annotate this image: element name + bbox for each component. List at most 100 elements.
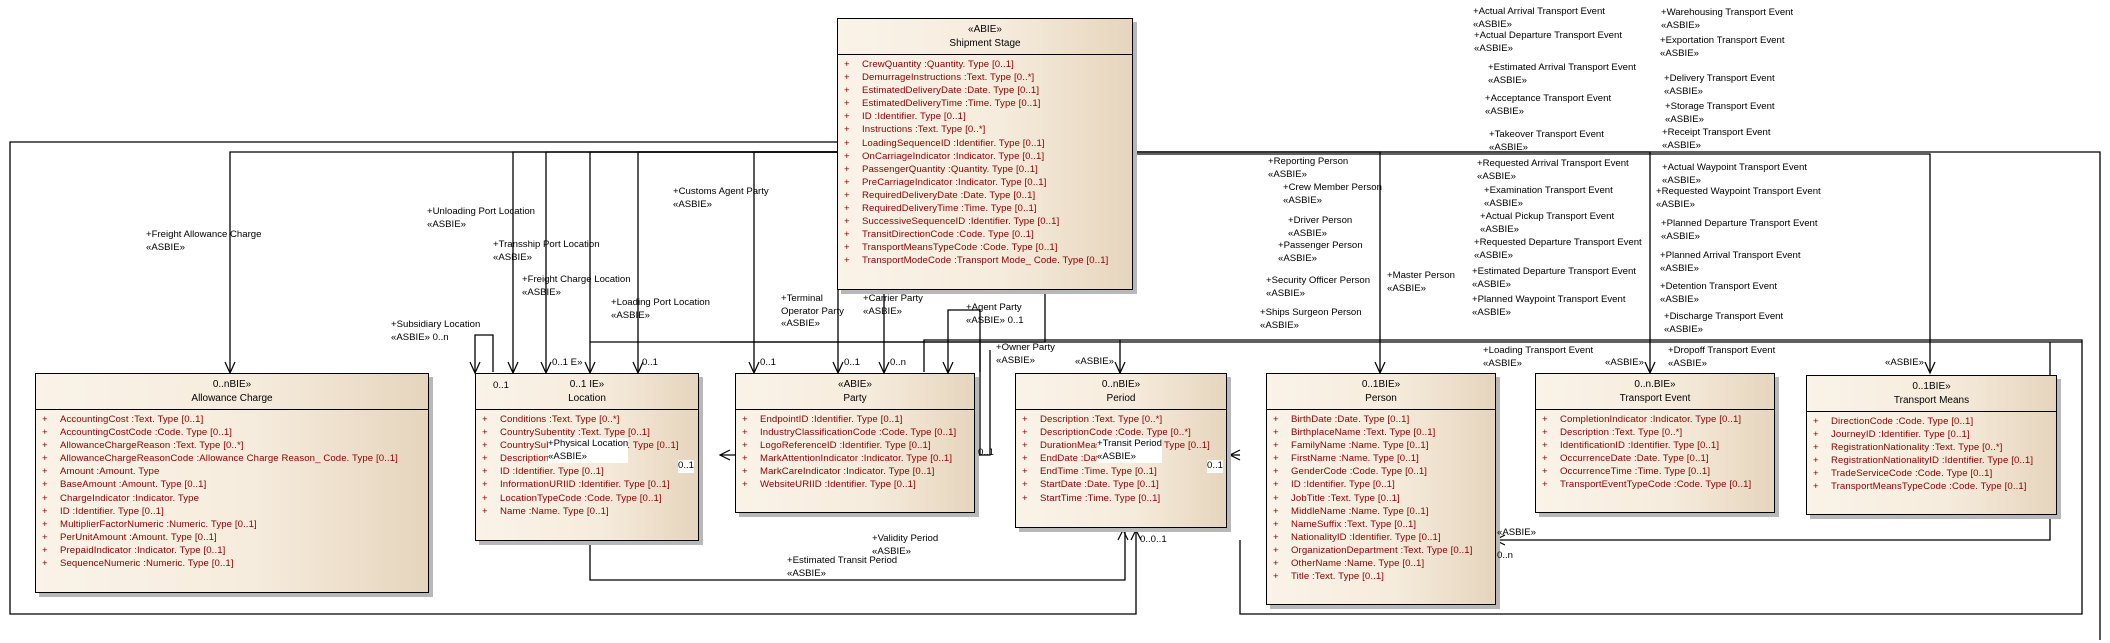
attribute: +NameSuffix :Text. Type [0..1] [1273, 518, 1417, 530]
multiplicity-party-right: 0..1 [978, 447, 995, 458]
attribute-list: +BirthDate :Date. Type [0..1] +Birthplac… [1267, 410, 1495, 583]
attribute-list: +CrewQuantity :Quantity. Type [0..1] +De… [838, 55, 1132, 268]
attribute: +DemurrageInstructions :Text. Type [0..*… [844, 72, 1035, 84]
attribute: +LogoReferenceID :Identifier. Type [0..1… [742, 440, 931, 452]
attribute: +InformationURIID :Identifier. Type [0..… [482, 479, 670, 491]
role-freight-allowance-charge: +Freight Allowance Charge«ASBIE» [146, 229, 262, 253]
class-header: 0..nBIE» Allowance Charge [36, 374, 428, 410]
multiplicity-person-self: 0..n [1497, 550, 1514, 561]
attribute: +MultiplierFactorNumeric :Numeric. Type … [42, 518, 257, 530]
attribute: +BirthplaceName :Text. Type [0..1] [1273, 427, 1436, 439]
role-passenger-person: +Passenger Person«ASBIE» [1278, 240, 1363, 264]
class-party[interactable]: «ABIE» Party +EndpointID :Identifier. Ty… [735, 373, 975, 513]
attribute: +EndpointID :Identifier. Type [0..1] [742, 414, 903, 425]
attribute: +ID :Identifier. Type [0..1] [1273, 479, 1395, 491]
attribute: +TransportModeCode :Transport Mode_ Code… [844, 255, 1109, 267]
class-header: 0..1BIE» Person [1267, 374, 1495, 410]
attribute: +NationalityID :Identifier. Type [0..1] [1273, 531, 1441, 543]
attribute: +CountrySubentity :Text. Type [0..1] [482, 427, 650, 439]
attribute: +RequiredDeliveryTime :Time. Type [0..1] [844, 203, 1037, 215]
attribute: +CompletionIndicator :Indicator. Type [0… [1542, 414, 1742, 425]
role-master-person: +Master Person«ASBIE» [1387, 270, 1455, 294]
role-planned-arrival-transport-event: +Planned Arrival Transport Event«ASBIE» [1660, 250, 1801, 274]
role-actual-waypoint-transport-event: +Actual Waypoint Transport Event«ASBIE» [1662, 162, 1807, 186]
role-delivery-transport-event: +Delivery Transport Event«ASBIE» [1664, 73, 1775, 97]
class-header: 0..1 IE» Location [476, 374, 698, 410]
role-actual-pickup-transport-event: +Actual Pickup Transport Event«ASBIE» [1480, 211, 1615, 235]
role-storage-transport-event: +Storage Transport Event«ASBIE» [1665, 101, 1775, 125]
class-allowance-charge[interactable]: 0..nBIE» Allowance Charge +AccountingCos… [35, 373, 429, 593]
attribute: +TransportMeansTypeCode :Code. Type [0..… [1813, 481, 2027, 493]
attribute: +ChargeIndicator :Indicator. Type [42, 492, 200, 504]
role-customs-agent-party: +Customs Agent Party«ASBIE» [673, 186, 769, 210]
class-stereotype: «ABIE» [838, 379, 872, 390]
attribute: +Instructions :Text. Type [0..*] [844, 124, 986, 136]
attribute: +OccurrenceDate :Date. Type [0..1] [1542, 453, 1709, 465]
class-stereotype: 0..nBIE» [212, 379, 252, 390]
class-transport-event[interactable]: 0..n.BIE» Transport Event +CompletionInd… [1535, 373, 1775, 513]
attribute: +SuccessiveSequenceID :Identifier. Type … [844, 216, 1060, 228]
connector-transport-means [1130, 153, 1931, 372]
attribute: +CrewQuantity :Quantity. Type [0..1] [844, 59, 1014, 70]
attribute: +LoadingSequenceID :Identifier. Type [0.… [844, 137, 1045, 149]
attribute: +Name :Name. Type [0..1] [482, 505, 609, 517]
role-dropoff-transport-event: +Dropoff Transport Event«ASBIE» [1668, 345, 1776, 369]
role-physical-location: +Physical Location«ASBIE» [548, 438, 629, 463]
role-requested-waypoint-transport-event: +Requested Waypoint Transport Event«ASBI… [1656, 186, 1821, 210]
role-ships-surgeon-person: +Ships Surgeon Person«ASBIE» [1260, 307, 1362, 331]
arrowhead-physical-location [718, 449, 731, 461]
class-period[interactable]: 0..nBIE» Period +Description :Text. Type… [1015, 373, 1227, 528]
attribute: +FirstName :Name. Type [0..1] [1273, 453, 1419, 465]
attribute: +PreCarriageIndicator :Indicator. Type [… [844, 176, 1047, 188]
role-receipt-transport-event: +Receipt Transport Event«ASBIE» [1662, 127, 1771, 151]
attribute: +MarkAttentionIndicator :Indicator. Type… [742, 453, 953, 465]
role-unloading-port-location: +Unloading Port Location«ASBIE» [427, 206, 536, 230]
attribute: +AccountingCostCode :Code. Type [0..1] [42, 427, 233, 439]
multiplicity-party-2: 0..1 [844, 357, 861, 368]
role-carrier-party: +Carrier Party«ASBIE» [863, 293, 923, 317]
attribute-list: +EndpointID :Identifier. Type [0..1] +In… [736, 410, 974, 492]
role-transship-port-location: +Transship Port Location«ASBIE» [493, 239, 600, 263]
role-reporting-person: +Reporting Person«ASBIE» [1268, 156, 1349, 180]
connector-estimated-transit-period [589, 530, 1126, 581]
attribute-list: +AccountingCost :Text. Type [0..1] +Acco… [36, 410, 428, 570]
attribute: +SequenceNumeric :Numeric. Type [0..1] [42, 558, 234, 570]
class-person[interactable]: 0..1BIE» Person +BirthDate :Date. Type [… [1266, 373, 1496, 605]
arrowhead-transport-means [1924, 361, 1936, 375]
connector-freight-charge-location [589, 151, 837, 372]
role-planned-departure-transport-event: +Planned Departure Transport Event«ASBIE… [1661, 218, 1818, 242]
multiplicity-party-1: 0..1 [760, 357, 777, 368]
period-asbie-label: «ASBIE» [1075, 356, 1114, 367]
connector-owner-party [976, 350, 991, 456]
class-header: «ABIE» Shipment Stage [838, 19, 1132, 55]
role-exportation-transport-event: +Exportation Transport Event«ASBIE» [1660, 35, 1785, 59]
attribute: +AccountingCost :Text. Type [0..1] [42, 414, 204, 425]
class-name: Allowance Charge [191, 393, 273, 404]
role-requested-arrival-transport-event: +Requested Arrival Transport Event«ASBIE… [1477, 158, 1629, 182]
role-validity-period: +Validity Period«ASBIE» [872, 533, 939, 557]
attribute: +PrepaidIndicator :Indicator. Type [0..1… [42, 544, 226, 556]
attribute-list: +CompletionIndicator :Indicator. Type [0… [1536, 410, 1774, 492]
connector-top-right [1130, 151, 2101, 640]
multiplicity-physical-location: 0..1 [678, 460, 695, 473]
attribute-list: +Conditions :Text. Type [0..*] +CountryS… [476, 410, 698, 518]
attribute: +EndTime :Time. Type [0..1] [1022, 466, 1157, 478]
role-owner-party: +Owner Party«ASBIE» [996, 342, 1055, 366]
connector-customs-agent-party [753, 151, 837, 372]
attribute: +IndustryClassificationCode :Code. Type … [742, 427, 957, 439]
attribute: +TradeServiceCode :Code. Type [0..1] [1813, 468, 1993, 480]
connector-party-frame [923, 339, 2083, 615]
attribute: +RegistrationNationalityID :Identifier. … [1813, 455, 2034, 467]
class-transport-means[interactable]: 0..1BIE» Transport Means +DirectionCode … [1806, 375, 2057, 515]
class-stereotype: 0..1BIE» [1361, 379, 1401, 390]
attribute: +RequiredDeliveryDate :Date. Type [0..1] [844, 189, 1036, 201]
attribute: +OnCarriageIndicator :Indicator. Type [0… [844, 150, 1045, 162]
role-estimated-transit-period: +Estimated Transit Period«ASBIE» [787, 555, 898, 579]
class-shipment-stage[interactable]: «ABIE» Shipment Stage +CrewQuantity :Qua… [837, 18, 1133, 290]
attribute: +EstimatedDeliveryTime :Time. Type [0..1… [844, 98, 1041, 110]
role-detention-transport-event: +Detention Transport Event«ASBIE» [1660, 281, 1778, 305]
role-crew-member-person: +Crew Member Person«ASBIE» [1283, 182, 1382, 206]
transport-event-asbie-label: «ASBIE» [1605, 357, 1644, 368]
attribute: +TransitDirectionCode :Code. Type [0..1] [844, 229, 1034, 241]
